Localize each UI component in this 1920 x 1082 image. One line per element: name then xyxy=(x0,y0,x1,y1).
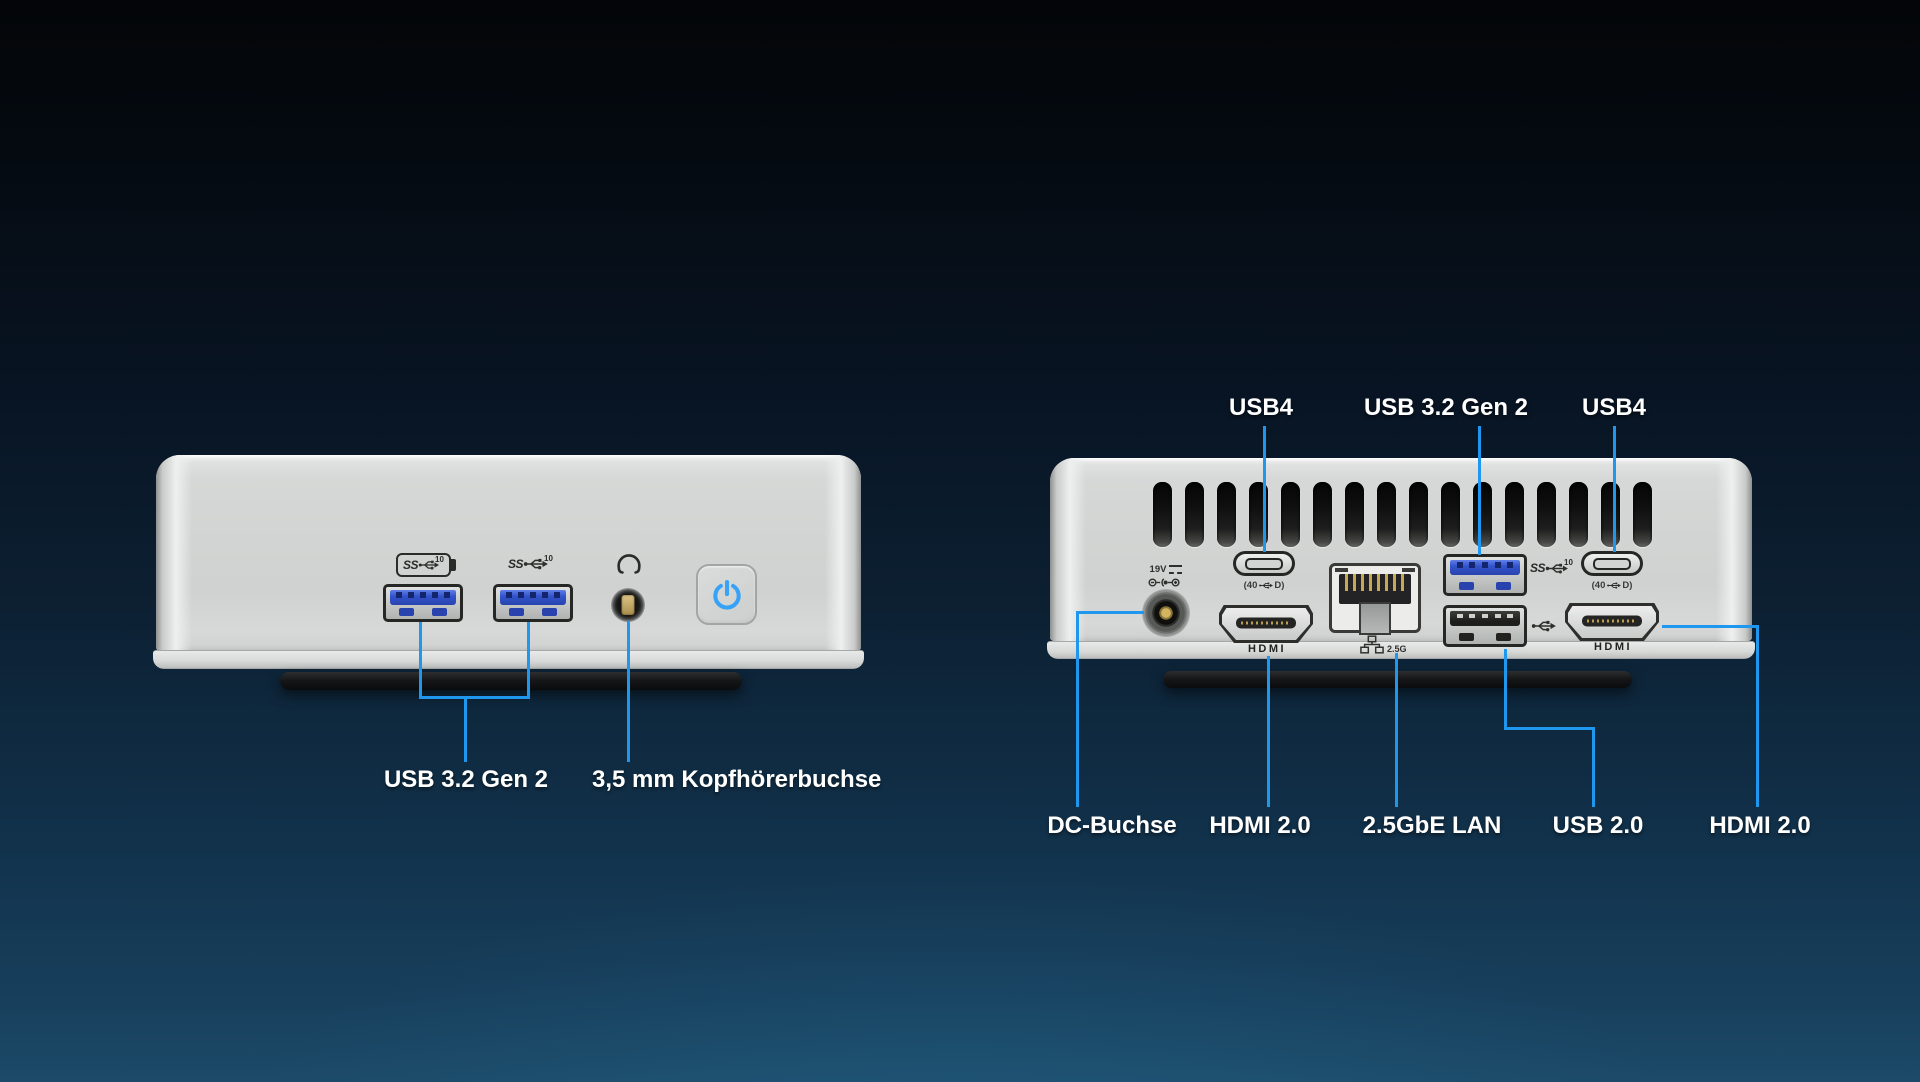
vent-slot xyxy=(1441,482,1460,547)
callout-line-usb4-1 xyxy=(1263,426,1266,552)
label-lan: 2.5GbE LAN xyxy=(1362,812,1502,839)
dc-power-jack xyxy=(1143,590,1189,636)
vent-slot xyxy=(1633,482,1652,547)
front-usb32-port-1 xyxy=(383,584,463,622)
callout-line-usb20-h xyxy=(1504,727,1595,730)
usb-ss10-charging-icon: SS 10 xyxy=(396,553,451,577)
callout-line-hdmi2-h xyxy=(1662,625,1759,628)
vent-slot xyxy=(1569,482,1588,547)
callout-line-usb32-back xyxy=(1478,426,1481,555)
label-front-usb32: USB 3.2 Gen 2 xyxy=(383,766,549,793)
back-usb32-port xyxy=(1443,554,1527,596)
vent-slot xyxy=(1473,482,1492,547)
usb-trident-icon xyxy=(1606,582,1622,590)
callout-line-usb2 xyxy=(527,622,530,699)
callout-line-usb1 xyxy=(419,622,422,699)
callout-line-dc-v xyxy=(1076,611,1079,807)
usb4-40g-marking: (40 D) xyxy=(1243,580,1285,591)
gen10-text: 10 xyxy=(435,554,444,564)
network-icon xyxy=(1360,635,1384,654)
vent-slot xyxy=(1313,482,1332,547)
hdmi-port-1 xyxy=(1219,605,1313,643)
lan-speed-text: 2.5G xyxy=(1387,644,1407,654)
usb4-port-2 xyxy=(1581,551,1643,576)
rj45-clip-tab xyxy=(1359,602,1391,635)
ss-text: SS xyxy=(403,558,419,572)
callout-line-usb4-2 xyxy=(1613,426,1616,552)
dc-voltage-marking: 19V xyxy=(1142,564,1190,589)
label-usb4-2: USB4 xyxy=(1581,394,1647,421)
rj45-pins xyxy=(1345,574,1405,591)
callout-line-lan xyxy=(1395,653,1398,807)
rj45-cavity xyxy=(1339,574,1411,604)
vent-slot xyxy=(1217,482,1236,547)
usb-tongue xyxy=(1450,611,1520,626)
callout-line-usb-bridge xyxy=(419,696,530,699)
callout-line-hdmi1 xyxy=(1267,656,1270,807)
hdmi-marking-1: HDMI xyxy=(1247,643,1287,655)
label-usb32-back: USB 3.2 Gen 2 xyxy=(1363,394,1529,421)
label-hdmi1: HDMI 2.0 xyxy=(1209,812,1311,839)
front-bottom-rim xyxy=(153,650,864,669)
usb-tongue xyxy=(390,590,456,605)
callout-line-dc-h xyxy=(1076,611,1144,614)
vent-grille xyxy=(1153,482,1652,547)
usb-ss10-icon: SS 10 xyxy=(1530,557,1573,576)
vent-slot xyxy=(1185,482,1204,547)
vent-slot xyxy=(1345,482,1364,547)
label-front-headphone: 3,5 mm Kopfhörerbuchse xyxy=(592,766,882,793)
callout-line-usb20-v2 xyxy=(1592,727,1595,807)
back-left-bevel xyxy=(1050,458,1086,641)
usb20-port xyxy=(1443,605,1527,647)
dc-voltage-text: 19V xyxy=(1149,564,1167,575)
vent-slot xyxy=(1505,482,1524,547)
usb-tongue xyxy=(500,590,566,605)
power-button xyxy=(696,564,757,625)
label-usb20: USB 2.0 xyxy=(1552,812,1644,839)
callout-line-usb-merged xyxy=(464,696,467,762)
headphone-jack xyxy=(611,588,645,622)
label-usb4-1: USB4 xyxy=(1228,394,1294,421)
back-right-bevel xyxy=(1716,458,1752,641)
front-usb32-port-2 xyxy=(493,584,573,622)
dc-current-icon xyxy=(1169,565,1183,574)
hdmi-marking-2: HDMI xyxy=(1593,641,1633,653)
vent-slot xyxy=(1601,482,1620,547)
vent-slot xyxy=(1377,482,1396,547)
usb4-port-1 xyxy=(1233,551,1295,576)
gen10-text: 10 xyxy=(544,553,553,563)
vent-slot xyxy=(1409,482,1428,547)
back-bottom-rim xyxy=(1047,641,1755,659)
ss-text: SS xyxy=(508,557,524,571)
front-right-bevel xyxy=(825,455,861,651)
usb-tongue xyxy=(1450,560,1520,575)
front-left-bevel xyxy=(156,455,192,651)
lan-speed-marking: 2.5G xyxy=(1360,635,1407,654)
power-icon xyxy=(712,579,741,610)
ethernet-port xyxy=(1329,563,1421,635)
dc-polarity-icon xyxy=(1148,578,1180,587)
hdmi-port-2 xyxy=(1565,603,1659,641)
vent-slot xyxy=(1537,482,1556,547)
label-hdmi2: HDMI 2.0 xyxy=(1709,812,1811,839)
front-stand-base xyxy=(280,672,742,690)
callout-line-hdmi2-v xyxy=(1756,625,1759,807)
vent-slot xyxy=(1281,482,1300,547)
usb-trident-icon xyxy=(1531,620,1557,633)
usb-trident-icon xyxy=(1258,582,1274,590)
callout-line-headphone xyxy=(627,621,630,762)
headphones-icon xyxy=(617,554,641,574)
vent-slot xyxy=(1153,482,1172,547)
label-dc: DC-Buchse xyxy=(1047,812,1177,839)
usb4-40g-marking: (40 D) xyxy=(1591,580,1633,591)
usb-ss10-icon: SS 10 xyxy=(508,553,553,572)
callout-line-usb20-v1 xyxy=(1504,649,1507,730)
